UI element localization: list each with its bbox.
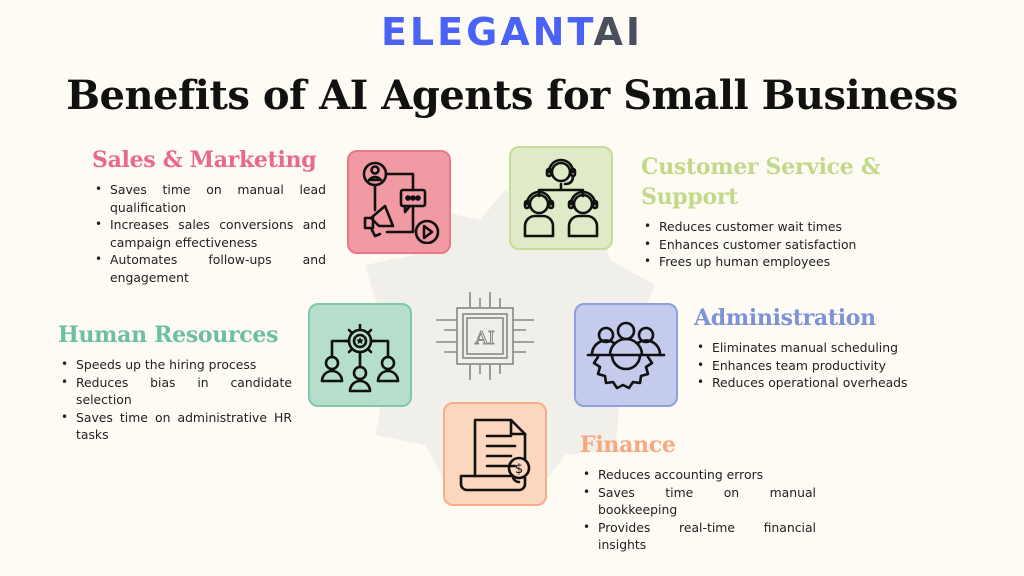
- list-item: Speeds up the hiring process: [58, 356, 292, 374]
- list-item: Reduces customer wait times: [641, 218, 981, 236]
- section-title: Customer Service & Support: [641, 154, 881, 210]
- invoice-dollar-icon: $: [459, 418, 531, 492]
- list-item: Frees up human employees: [641, 253, 981, 271]
- svg-text:$: $: [515, 462, 523, 477]
- list-item: Saves time on manual bookkeeping: [580, 484, 816, 519]
- benefit-list: Reduces accounting errors Saves time on …: [580, 466, 816, 554]
- headset-agents-icon: [523, 158, 599, 238]
- section-finance: Finance Reduces accounting errors Saves …: [580, 430, 816, 554]
- sales-marketing-tile: [347, 150, 451, 254]
- list-item: Increases sales conversions and campaign…: [92, 216, 326, 251]
- list-item: Saves time on manual lead qualification: [92, 181, 326, 216]
- list-item: Enhances team productivity: [694, 357, 934, 375]
- list-item: Saves time on administrative HR tasks: [58, 409, 292, 444]
- gear-background-shape: [350, 190, 660, 495]
- section-title: Sales & Marketing: [92, 147, 317, 173]
- list-item: Enhances customer satisfaction: [641, 236, 981, 254]
- finance-tile: $: [443, 402, 547, 506]
- benefit-list: Eliminates manual scheduling Enhances te…: [694, 339, 934, 392]
- logo-brand: ELEGANT: [380, 10, 594, 54]
- list-item: Reduces bias in candidate selection: [58, 374, 292, 409]
- administration-tile: [574, 303, 678, 407]
- list-item: Automates follow-ups and engagement: [92, 251, 326, 286]
- section-human-resources: Human Resources Speeds up the hiring pro…: [58, 320, 292, 444]
- section-title: Human Resources: [58, 322, 279, 348]
- section-administration: Administration Eliminates manual schedul…: [694, 303, 934, 392]
- ai-chip-icon: AI: [436, 292, 534, 380]
- hr-network-gear-icon: [320, 323, 400, 393]
- benefit-list: Speeds up the hiring process Reduces bia…: [58, 356, 292, 444]
- section-customer-service: Customer Service & Support Reduces custo…: [641, 152, 981, 271]
- human-resources-tile: [308, 303, 412, 407]
- page-title: Benefits of AI Agents for Small Business: [66, 72, 958, 119]
- list-item: Reduces accounting errors: [580, 466, 816, 484]
- benefit-list: Saves time on manual lead qualification …: [92, 181, 326, 287]
- team-gear-icon: [586, 321, 666, 390]
- list-item: Provides real-time financial insights: [580, 519, 816, 554]
- svg-text:AI: AI: [474, 328, 495, 349]
- section-title: Administration: [694, 305, 876, 331]
- list-item: Reduces operational overheads: [694, 374, 934, 392]
- customer-service-tile: [509, 146, 613, 250]
- logo-suffix: AI: [593, 10, 644, 54]
- list-item: Eliminates manual scheduling: [694, 339, 934, 357]
- logo: ELEGANTAI: [0, 8, 1024, 56]
- section-sales-marketing: Sales & Marketing Saves time on manual l…: [92, 145, 326, 287]
- benefit-list: Reduces customer wait times Enhances cus…: [641, 218, 981, 271]
- section-title: Finance: [580, 432, 676, 458]
- marketing-funnel-icon: [362, 161, 440, 244]
